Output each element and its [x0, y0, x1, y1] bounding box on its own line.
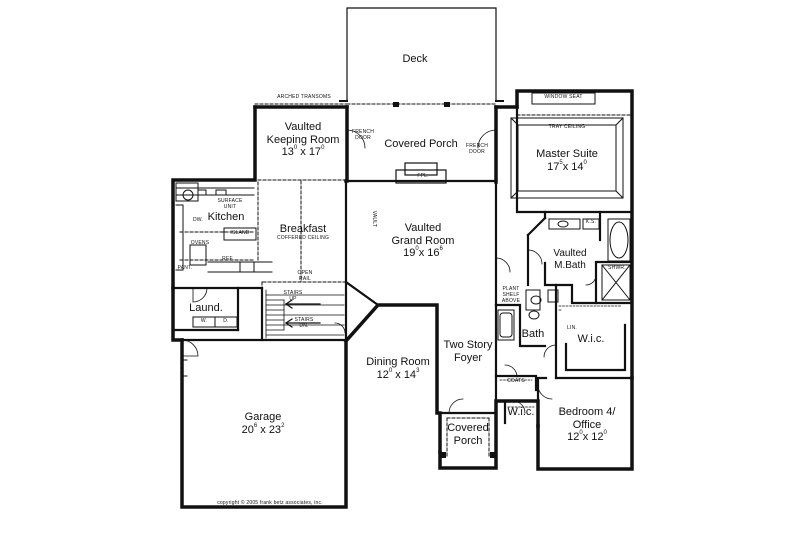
- kitchen-cabinetry: [175, 182, 273, 273]
- kitchen-label: Kitchen: [207, 211, 245, 223]
- copyright-text: copyright © 2005 frank betz associates, …: [217, 500, 323, 506]
- plant-shelf-note: PLANT SHELF ABOVE: [497, 286, 525, 304]
- master-bath-label: Vaulted M.Bath: [545, 248, 595, 271]
- bedroom4-line1: Bedroom 4/: [558, 406, 616, 418]
- transom-marks: [393, 102, 450, 107]
- washer-note: W.: [200, 318, 208, 324]
- ovens-note: OVENS: [190, 240, 210, 246]
- interior-walls: [171, 105, 634, 425]
- ref-note: REF.: [222, 256, 234, 262]
- bath-label: Bath: [521, 328, 545, 340]
- covered-porch-front-line2: Porch: [453, 434, 483, 447]
- foyer-label: Two Story Foyer: [442, 339, 494, 364]
- covered-porch-front-label: Covered Porch: [446, 422, 490, 447]
- open-rail-note: OPEN RAIL: [294, 270, 316, 283]
- lin-note: LIN.: [567, 325, 577, 331]
- bath-fixtures: [497, 309, 540, 341]
- bedroom4-dims: 120x 120: [567, 430, 607, 444]
- covered-porch-rear-label: Covered Porch: [384, 138, 458, 150]
- garage-name: Garage: [244, 411, 282, 423]
- stairs-dn-1: STAIRS: [294, 317, 314, 323]
- tray-ceiling: [510, 117, 624, 199]
- master-suite-name: Master Suite: [536, 148, 598, 160]
- dryer-note: D.: [223, 318, 229, 324]
- breakfast-label: Breakfast: [279, 223, 327, 235]
- island-note: ISLAND: [230, 230, 250, 236]
- keeping-room-line1: Vaulted: [284, 121, 322, 133]
- grand-room-line2: Grand Room: [391, 234, 455, 247]
- fireplace-hearth: [395, 162, 447, 184]
- coffered-ceiling-note: COFFERED CEILING: [276, 235, 330, 241]
- shwr-note: SHWR.: [608, 265, 626, 271]
- dining-room-name: Dining Room: [366, 356, 430, 368]
- porch-columns: [440, 452, 496, 458]
- fireplace-note: FPL.: [417, 173, 429, 179]
- bedroom-wic-label: W.i.c.: [507, 406, 535, 418]
- open-rail-2: RAIL: [299, 275, 311, 282]
- keeping-room-label: Vaulted Keeping Room 130 x 170: [260, 121, 346, 159]
- master-bath-line1: Vaulted: [553, 248, 587, 259]
- keeping-room-dims: 130 x 170: [281, 145, 325, 159]
- garage-wall-marks: [181, 359, 188, 377]
- surface-unit-note: SURFACE UNIT: [214, 198, 246, 211]
- french-door-left-1: FRENCH: [351, 129, 375, 135]
- window-seat-note: WINDOW SEAT: [544, 94, 583, 100]
- foyer-line1: Two Story: [443, 339, 493, 351]
- garage-dims: 206 x 232: [241, 422, 285, 436]
- pant-note: PANT.: [177, 265, 193, 271]
- vault-note: VAULT: [370, 210, 377, 228]
- coats-note: COATS: [507, 378, 525, 384]
- bedroom4-label: Bedroom 4/ Office 120x 120: [550, 406, 624, 444]
- stairs-dn-2: DN.: [299, 322, 309, 329]
- master-wic-label: W.i.c.: [577, 333, 605, 345]
- arched-transoms-note: ARCHED TRANSOMS: [277, 94, 331, 100]
- stairs-up-note: STAIRS UP: [280, 290, 306, 303]
- shelf-lines: [499, 305, 623, 408]
- master-bath-line2: M.Bath: [554, 259, 586, 271]
- laundry-machines: [192, 316, 238, 328]
- master-suite-label: Master Suite 175x 140: [522, 148, 612, 173]
- covered-porch-front-line1: Covered: [447, 422, 489, 434]
- tray-ceiling-note: TRAY CEILING: [548, 124, 586, 130]
- bedroom4-line2: Office: [572, 418, 602, 431]
- french-door-left-note: FRENCH DOOR: [348, 129, 378, 142]
- surface-unit-2: UNIT: [223, 203, 237, 210]
- grand-room-dims: 190x 166: [403, 246, 443, 260]
- laundry-label: Laund.: [189, 302, 223, 314]
- french-door-right-note: FRENCH DOOR: [462, 143, 492, 156]
- garage-label: Garage 206 x 232: [228, 411, 298, 436]
- stairs-dn-note: STAIRS DN.: [291, 317, 317, 330]
- grand-room-line1: Vaulted: [404, 222, 442, 234]
- dining-room-dims: 120 x 143: [376, 367, 420, 381]
- deck-outline: [339, 7, 504, 102]
- french-door-swings: [346, 129, 497, 149]
- window-seat: [531, 92, 596, 105]
- plant-shelf-1: PLANT: [502, 286, 520, 292]
- master-bath-fixtures: [525, 218, 631, 311]
- deck-label: Deck: [402, 53, 428, 65]
- dining-room-label: Dining Room 120 x 143: [360, 356, 436, 381]
- grand-room-label: Vaulted Grand Room 190x 166: [378, 222, 468, 260]
- stairs: [265, 289, 345, 339]
- open-rail-1: OPEN: [297, 270, 313, 276]
- door-swings: [181, 249, 597, 414]
- surface-unit-1: SURFACE: [217, 198, 243, 204]
- french-door-left-2: DOOR: [355, 134, 371, 141]
- foyer-line2: Foyer: [453, 351, 483, 364]
- master-suite-dims: 175x 140: [547, 159, 587, 173]
- dashed-openings: [179, 103, 631, 457]
- stairs-up-2: UP: [289, 295, 297, 302]
- stairs-up-1: STAIRS: [283, 290, 303, 296]
- plant-shelf-3: ABOVE: [501, 297, 521, 304]
- plant-shelf-2: SHELF: [502, 291, 520, 298]
- french-door-right-1: FRENCH: [465, 143, 489, 149]
- french-door-right-2: DOOR: [469, 148, 485, 155]
- keeping-room-line2: Keeping Room: [266, 133, 340, 146]
- ks-note: K.S.: [585, 219, 597, 225]
- dw-note: DW.: [192, 217, 204, 223]
